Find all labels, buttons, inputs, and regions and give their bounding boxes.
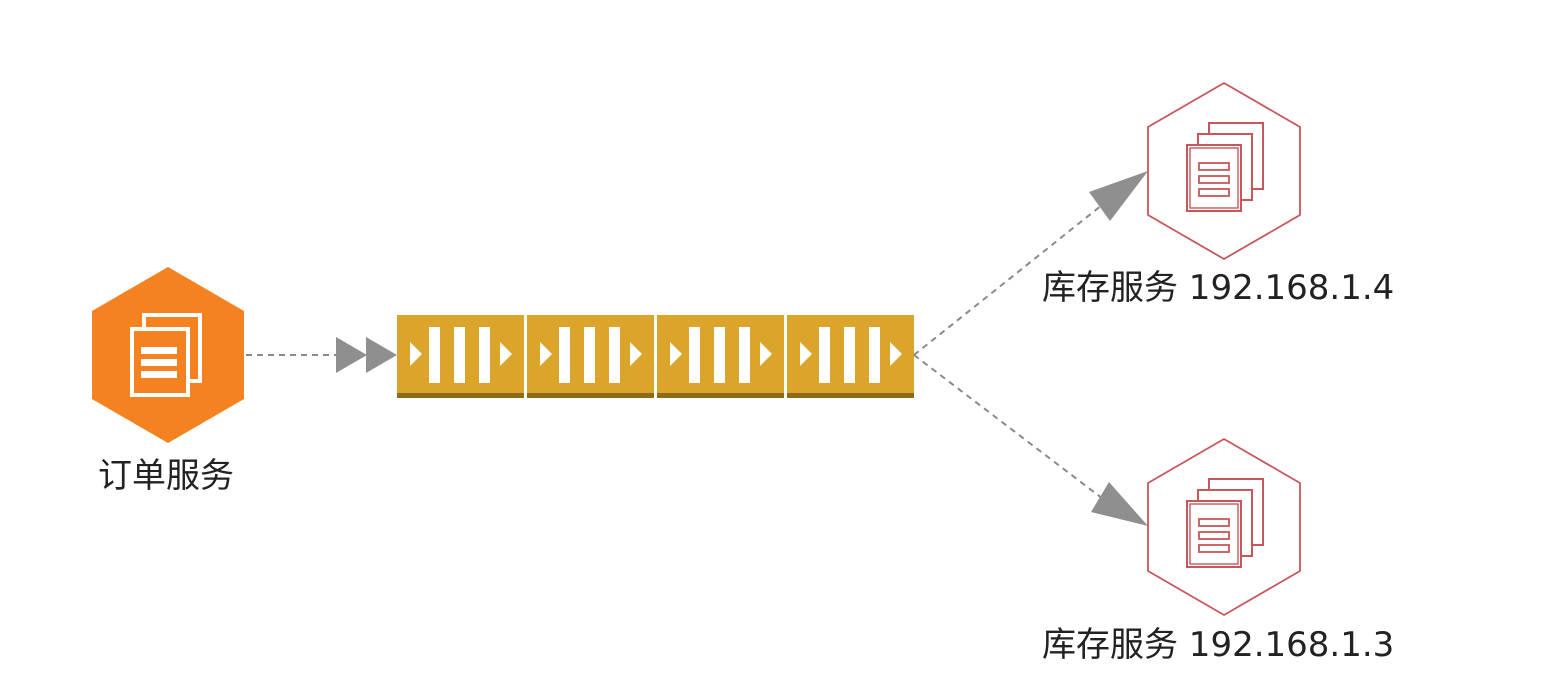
queue-to-inventory-2-edge bbox=[913, 354, 1148, 526]
document-stack-icon bbox=[1186, 478, 1264, 568]
order-service-node bbox=[92, 267, 244, 443]
queue-to-inventory-1-edge bbox=[913, 171, 1148, 356]
arrowhead-icon bbox=[1089, 171, 1148, 221]
arrowhead-icon bbox=[366, 337, 397, 373]
message-queue bbox=[397, 315, 914, 398]
order-to-queue-edge bbox=[246, 337, 397, 373]
inventory-service-node-2 bbox=[1147, 437, 1301, 617]
document-stack-icon bbox=[1186, 122, 1264, 212]
document-stack-icon bbox=[130, 313, 202, 397]
inventory-service-label-1: 库存服务 192.168.1.4 bbox=[1042, 268, 1395, 308]
inventory-service-label-2: 库存服务 192.168.1.3 bbox=[1042, 625, 1395, 665]
queue-segment bbox=[657, 315, 784, 398]
order-service-label: 订单服务 bbox=[98, 456, 234, 496]
arrowhead-icon bbox=[1091, 482, 1148, 526]
inventory-service-node-1 bbox=[1147, 81, 1301, 261]
queue-segment bbox=[397, 315, 524, 398]
queue-segment bbox=[787, 315, 914, 398]
arrowhead-icon bbox=[336, 337, 367, 373]
queue-segment bbox=[527, 315, 654, 398]
